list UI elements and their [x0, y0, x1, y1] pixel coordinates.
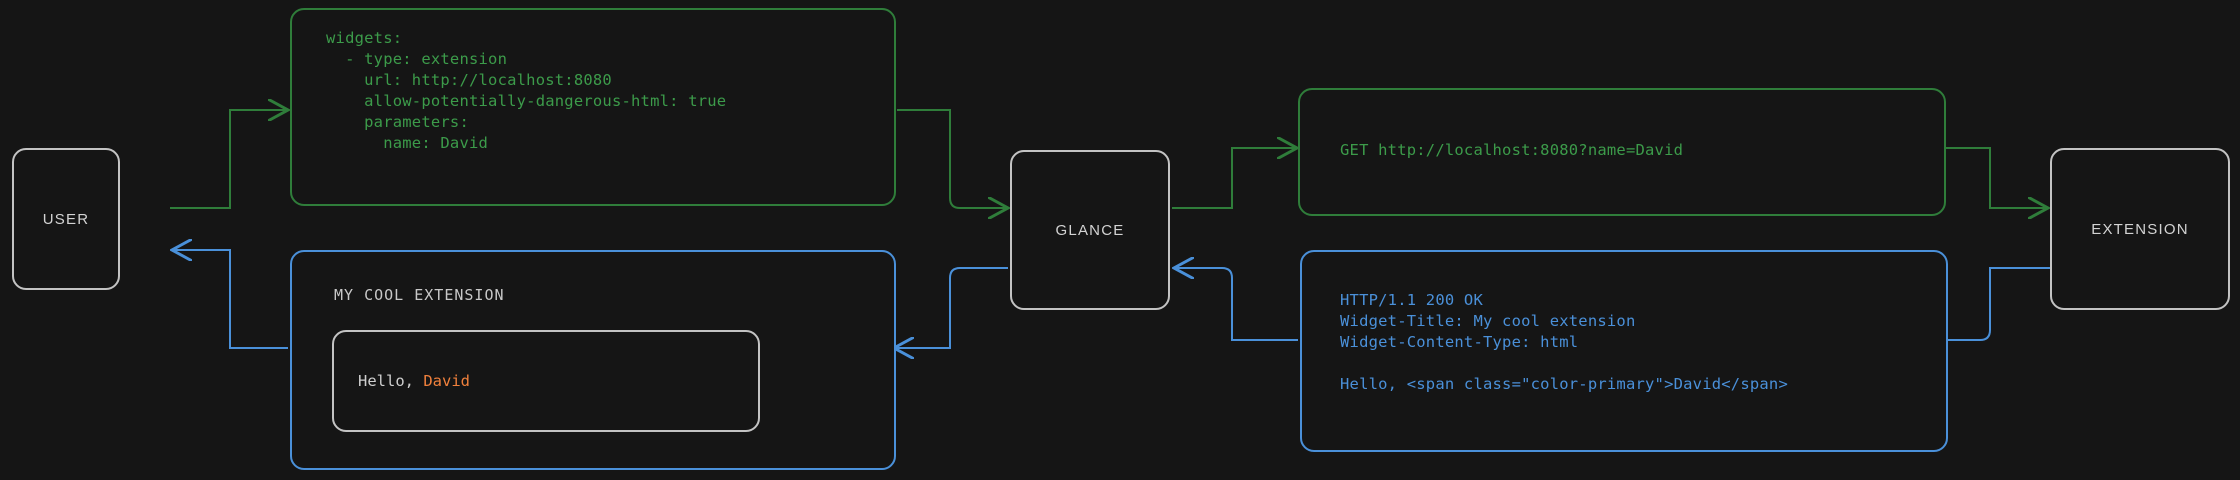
http-response-text: HTTP/1.1 200 OK Widget-Title: My cool ex… [1340, 291, 1788, 393]
edge-glance-to-request [1172, 148, 1297, 209]
node-user[interactable]: USER [12, 148, 120, 290]
config-yaml-box [290, 8, 896, 206]
node-extension[interactable]: EXTENSION [2050, 148, 2230, 310]
edge-widget-to-user [172, 250, 288, 349]
http-response-box [1300, 250, 1948, 452]
http-request-text: GET http://localhost:8080?name=David [1340, 141, 1684, 159]
node-user-label: USER [42, 210, 90, 228]
widget-preview-greeting: Hello, David [358, 372, 470, 390]
config-yaml-text: widgets: - type: extension url: http://l… [326, 29, 727, 152]
edge-config-to-glance [897, 109, 1008, 208]
edge-glance-to-widget [894, 267, 1008, 348]
node-extension-label: EXTENSION [2091, 220, 2189, 238]
widget-preview-title: MY COOL EXTENSION [334, 286, 505, 304]
widget-greeting-name: David [423, 372, 470, 390]
widget-greeting-prefix: Hello, [358, 372, 424, 390]
node-glance-label: GLANCE [1055, 221, 1125, 239]
edge-user-to-config [170, 110, 288, 209]
edge-request-to-extension [1946, 147, 2048, 208]
node-glance[interactable]: GLANCE [1010, 150, 1170, 310]
edge-extension-to-response [1948, 267, 2050, 341]
http-request-box [1298, 88, 1946, 216]
edge-response-to-glance [1174, 268, 1298, 341]
widget-preview-content-card [332, 330, 760, 432]
